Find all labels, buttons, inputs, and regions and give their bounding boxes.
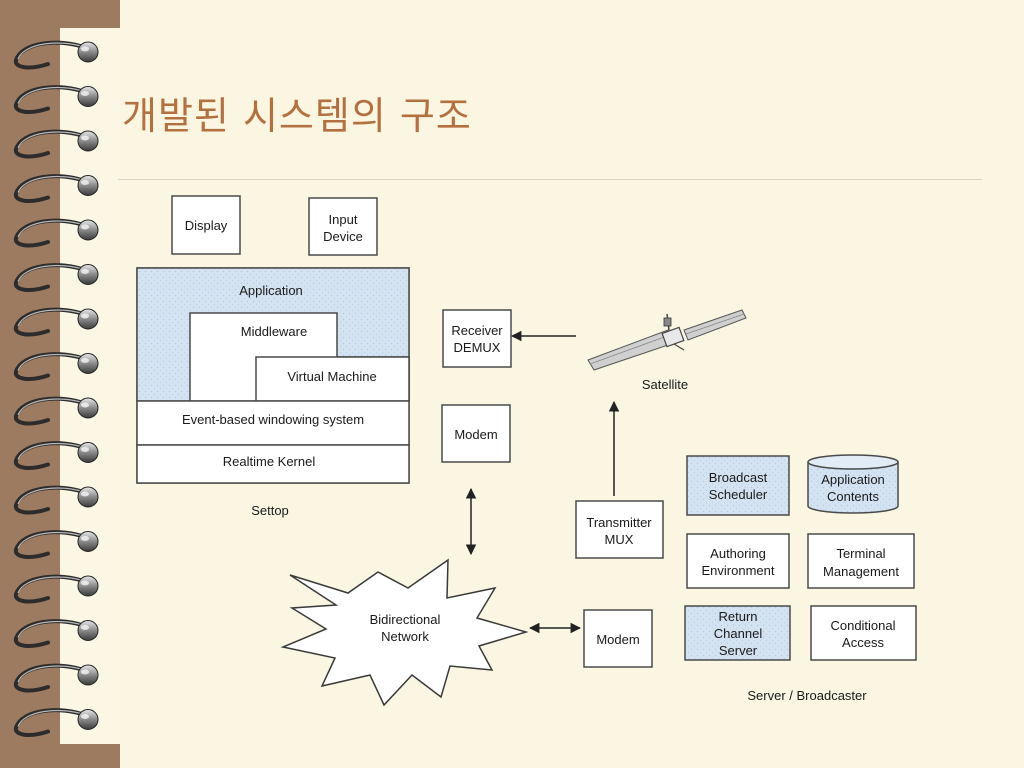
satellite-label: Satellite xyxy=(642,377,688,392)
binding-ring xyxy=(13,307,99,337)
spiral-binding-rings xyxy=(13,40,99,737)
input-device-label-line2: Device xyxy=(323,229,363,244)
binding-ring xyxy=(13,619,99,648)
svg-text:Modem: Modem xyxy=(454,427,497,442)
svg-text:Application: Application xyxy=(821,472,885,487)
satellite-icon xyxy=(587,309,747,371)
authoring-environment-box: Authoring Environment xyxy=(686,533,790,589)
modem-bottom-box: Modem xyxy=(583,609,653,668)
application-label: Application xyxy=(239,283,303,298)
svg-text:Server: Server xyxy=(719,643,758,658)
binding-ring xyxy=(13,218,99,248)
svg-text:DEMUX: DEMUX xyxy=(454,340,501,355)
display-label: Display xyxy=(185,218,228,233)
svg-text:Conditional: Conditional xyxy=(830,618,895,633)
binding-ring xyxy=(13,530,99,559)
binding-ring xyxy=(13,485,99,515)
conditional-access-box: Conditional Access xyxy=(810,605,917,661)
transmitter-mux-box: Transmitter MUX xyxy=(575,500,664,559)
input-device-box: Input Device xyxy=(308,197,378,256)
binding-ring xyxy=(13,263,99,292)
svg-text:Broadcast: Broadcast xyxy=(709,470,768,485)
input-device-label-line1: Input xyxy=(329,212,358,227)
event-windowing-layer xyxy=(136,400,410,446)
terminal-management-box: Terminal Management xyxy=(807,533,915,589)
svg-text:Channel: Channel xyxy=(714,626,763,641)
receiver-demux-box: Receiver DEMUX xyxy=(442,309,512,368)
application-contents-database: Application Contents xyxy=(807,454,899,514)
svg-text:Access: Access xyxy=(842,635,884,650)
event-windowing-label: Event-based windowing system xyxy=(182,412,364,427)
svg-text:Terminal: Terminal xyxy=(836,546,885,561)
svg-text:Return: Return xyxy=(718,609,757,624)
binding-ring xyxy=(13,663,99,693)
binding-ring xyxy=(13,129,99,159)
svg-text:Authoring: Authoring xyxy=(710,546,766,561)
binding-ring xyxy=(13,708,99,737)
title-divider xyxy=(118,179,982,180)
binding-ring xyxy=(13,85,99,114)
binding-ring xyxy=(13,40,99,70)
binding-ring xyxy=(13,574,99,604)
settop-stack: Application Middleware Virtual Machine E… xyxy=(136,267,410,484)
binding-ring xyxy=(13,352,99,381)
realtime-kernel-label: Realtime Kernel xyxy=(223,454,316,469)
broadcast-scheduler-box: Broadcast Scheduler xyxy=(686,455,790,516)
svg-text:MUX: MUX xyxy=(605,532,634,547)
svg-text:Environment: Environment xyxy=(702,563,775,578)
starburst-network-shape: Bidirectional Network xyxy=(280,558,529,707)
display-box: Display xyxy=(171,195,241,255)
virtual-machine-label: Virtual Machine xyxy=(287,369,376,384)
svg-text:Contents: Contents xyxy=(827,489,880,504)
realtime-kernel-layer xyxy=(136,444,410,484)
svg-text:Modem: Modem xyxy=(596,632,639,647)
svg-text:Scheduler: Scheduler xyxy=(709,487,768,502)
server-broadcaster-caption: Server / Broadcaster xyxy=(747,688,867,703)
svg-text:Network: Network xyxy=(381,629,429,644)
page-title: 개발된 시스템의 구조 xyxy=(122,94,472,138)
middleware-label: Middleware xyxy=(241,324,307,339)
svg-text:Transmitter: Transmitter xyxy=(586,515,652,530)
modem-top-box: Modem xyxy=(441,404,511,463)
virtual-machine-layer xyxy=(255,356,410,402)
binding-ring xyxy=(13,396,99,426)
svg-text:Receiver: Receiver xyxy=(451,323,503,338)
binding-ring xyxy=(13,441,99,470)
return-channel-server-box: Return Channel Server xyxy=(684,605,791,661)
settop-caption: Settop xyxy=(251,503,289,518)
svg-text:Management: Management xyxy=(823,564,899,579)
binding-ring xyxy=(13,174,99,203)
svg-text:Bidirectional: Bidirectional xyxy=(370,612,441,627)
